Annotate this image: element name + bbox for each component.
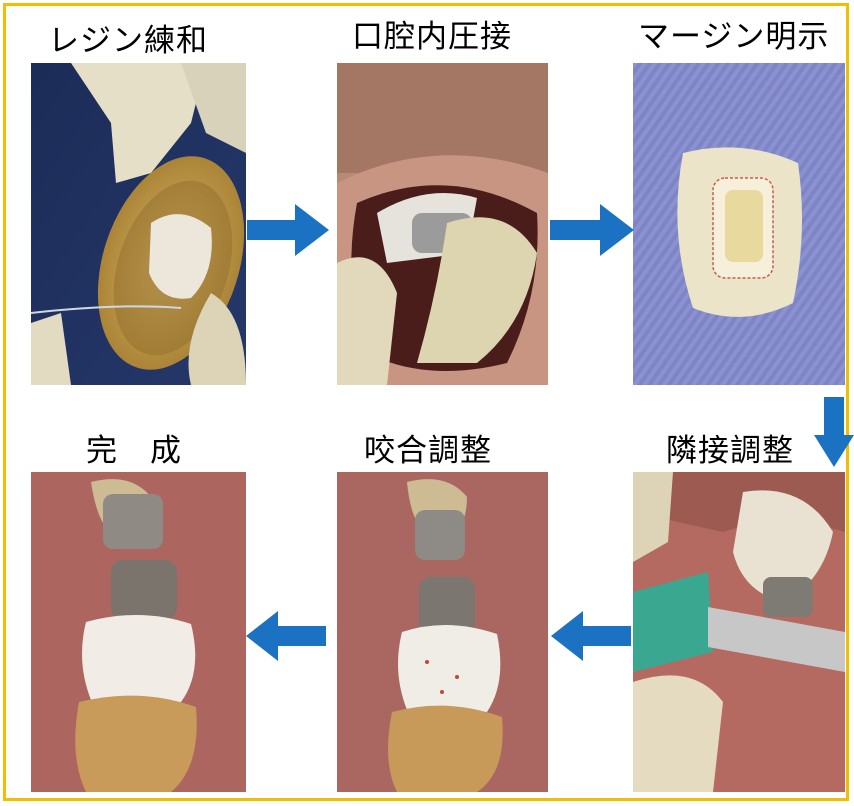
step-label-resin-mixing: レジン練和 bbox=[48, 26, 208, 57]
arrow-left-icon bbox=[246, 611, 326, 661]
step-label-occlusal-adjustment: 咬合調整 bbox=[364, 436, 492, 467]
photo-margin-marking bbox=[633, 63, 845, 385]
arrow-right-icon bbox=[247, 204, 329, 256]
step-label-contact-adjustment: 隣接調整 bbox=[666, 436, 794, 467]
step-label-margin-marking: マージン明示 bbox=[638, 22, 829, 53]
step-label-completion: 完 成 bbox=[86, 436, 182, 467]
arrow-down-icon bbox=[814, 397, 854, 467]
photo-contact-adjustment bbox=[633, 472, 845, 792]
arrow-left-icon bbox=[551, 611, 631, 661]
photo-occlusal-adjustment bbox=[337, 472, 548, 792]
photo-intraoral-pressing bbox=[337, 63, 548, 385]
arrow-right-icon bbox=[550, 204, 634, 256]
photo-resin-mixing bbox=[31, 63, 246, 385]
photo-completion bbox=[31, 472, 246, 792]
step-label-intraoral-pressing: 口腔内圧接 bbox=[352, 22, 512, 53]
